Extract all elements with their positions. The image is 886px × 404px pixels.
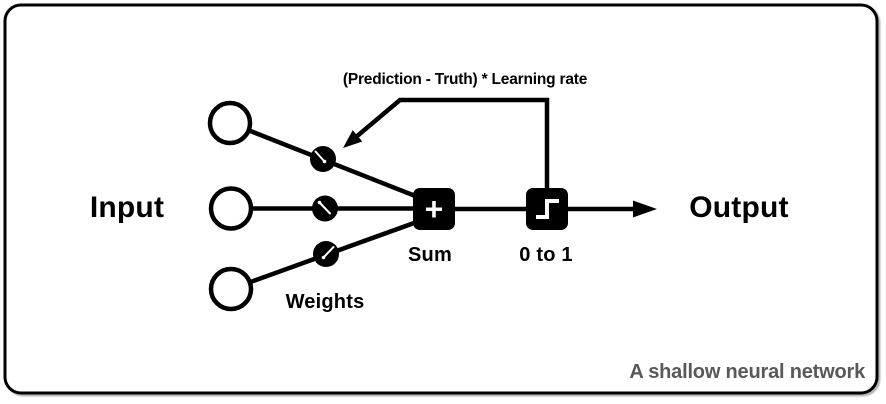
activation-box <box>526 188 568 230</box>
step-function-icon <box>536 199 559 219</box>
weight-dial-icon-middle <box>312 195 338 222</box>
sum-box: + <box>413 188 455 230</box>
input-node-bottom <box>208 266 254 312</box>
input-label: Input <box>90 191 164 224</box>
diagram-caption: A shallow neural network <box>629 361 866 383</box>
input-node-top <box>207 100 253 146</box>
input-node-middle <box>208 186 254 231</box>
sum-symbol: + <box>425 191 444 227</box>
output-arrowhead-icon <box>633 200 657 218</box>
output-label: Output <box>689 191 789 224</box>
activation-caption: 0 to 1 <box>519 244 572 266</box>
weight-dial-icon-top <box>310 146 336 172</box>
weight-dial-icon-bottom <box>313 241 339 267</box>
feedback-arrowhead-icon <box>343 130 363 148</box>
weights-label: Weights <box>286 291 365 313</box>
feedback-annotation: (Prediction - Truth) * Learning rate <box>343 71 588 88</box>
feedback-path <box>354 97 550 188</box>
sum-caption: Sum <box>408 244 452 266</box>
